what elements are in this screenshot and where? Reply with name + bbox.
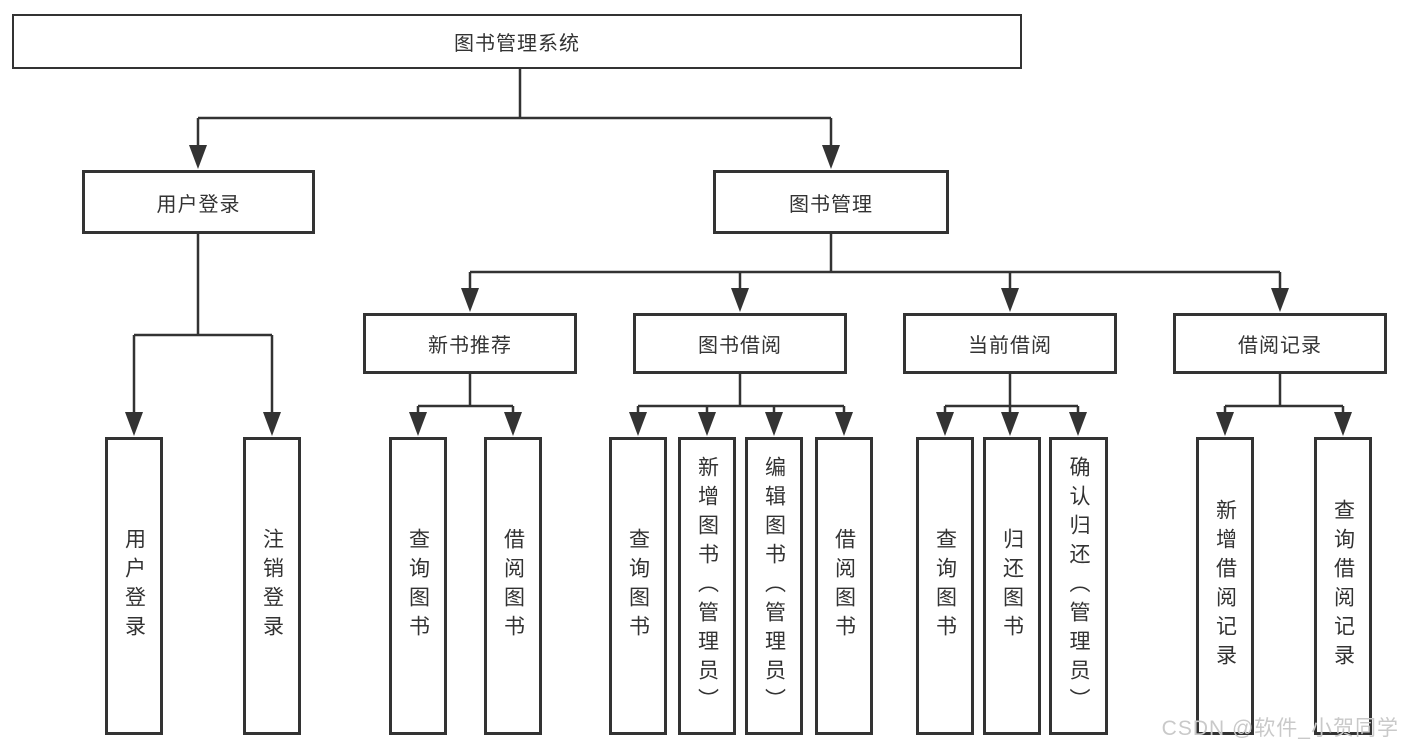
leaf-label: 新增图书（管理员） [695, 455, 719, 717]
arrowhead-icon [1069, 412, 1087, 436]
node-leaf-add-borrow-record: 新增借阅记录 [1196, 437, 1254, 735]
node-leaf-query-books-3: 查询图书 [916, 437, 974, 735]
arrowhead-icon [1334, 412, 1352, 436]
arrowhead-icon [936, 412, 954, 436]
node-leaf-return-books: 归还图书 [983, 437, 1041, 735]
arrowhead-icon [1216, 412, 1234, 436]
node-book-borrowing: 图书借阅 [633, 313, 847, 374]
leaf-label: 新增借阅记录 [1213, 499, 1237, 673]
arrowhead-icon [731, 288, 749, 312]
leaf-label: 借阅图书 [832, 528, 856, 644]
connector-borrow-records-to-leaves [1216, 374, 1352, 436]
node-leaf-add-books-admin: 新增图书（管理员） [678, 437, 736, 735]
arrowhead-icon [822, 145, 840, 169]
arrowhead-icon [765, 412, 783, 436]
arrowhead-icon [629, 412, 647, 436]
node-leaf-query-borrow-record: 查询借阅记录 [1314, 437, 1372, 735]
arrowhead-icon [409, 412, 427, 436]
node-leaf-borrow-books-2: 借阅图书 [815, 437, 873, 735]
leaf-label: 归还图书 [1000, 528, 1024, 644]
node-user-login-branch: 用户登录 [82, 170, 315, 234]
node-leaf-query-books-1: 查询图书 [389, 437, 447, 735]
node-leaf-query-books-2: 查询图书 [609, 437, 667, 735]
arrowhead-icon [1271, 288, 1289, 312]
connector-book-mgmt-to-level3 [461, 234, 1289, 312]
arrowhead-icon [125, 412, 143, 436]
leaf-label: 查询借阅记录 [1331, 499, 1355, 673]
node-current-borrowing: 当前借阅 [903, 313, 1117, 374]
leaf-label: 查询图书 [626, 528, 650, 644]
arrowhead-icon [1001, 412, 1019, 436]
node-library-system: 图书管理系统 [12, 14, 1022, 69]
node-new-book-recommend: 新书推荐 [363, 313, 577, 374]
connector-user-login-to-leaves [125, 234, 281, 436]
node-leaf-edit-books-admin: 编辑图书（管理员） [745, 437, 803, 735]
leaf-label: 查询图书 [933, 528, 957, 644]
arrowhead-icon [189, 145, 207, 169]
node-leaf-borrow-books-1: 借阅图书 [484, 437, 542, 735]
arrowhead-icon [263, 412, 281, 436]
node-book-management: 图书管理 [713, 170, 949, 234]
arrowhead-icon [504, 412, 522, 436]
connector-root-to-level2 [189, 69, 840, 169]
node-leaf-logout: 注销登录 [243, 437, 301, 735]
node-leaf-confirm-return-admin: 确认归还（管理员） [1049, 437, 1108, 735]
leaf-label: 查询图书 [406, 528, 430, 644]
arrowhead-icon [698, 412, 716, 436]
leaf-label: 确认归还（管理员） [1067, 455, 1090, 717]
connector-current-borrow-to-leaves [936, 374, 1087, 436]
connector-new-books-to-leaves [409, 374, 522, 436]
connector-book-borrow-to-leaves [629, 374, 853, 436]
arrowhead-icon [1001, 288, 1019, 312]
arrowhead-icon [835, 412, 853, 436]
arrowhead-icon [461, 288, 479, 312]
watermark: CSDN @软件_小贺同学 [1161, 717, 1399, 740]
leaf-label: 编辑图书（管理员） [762, 455, 786, 717]
node-borrowing-records: 借阅记录 [1173, 313, 1387, 374]
leaf-label: 注销登录 [260, 528, 284, 644]
leaf-label: 借阅图书 [501, 528, 525, 644]
leaf-label: 用户登录 [122, 528, 146, 644]
node-leaf-user-login: 用户登录 [105, 437, 163, 735]
